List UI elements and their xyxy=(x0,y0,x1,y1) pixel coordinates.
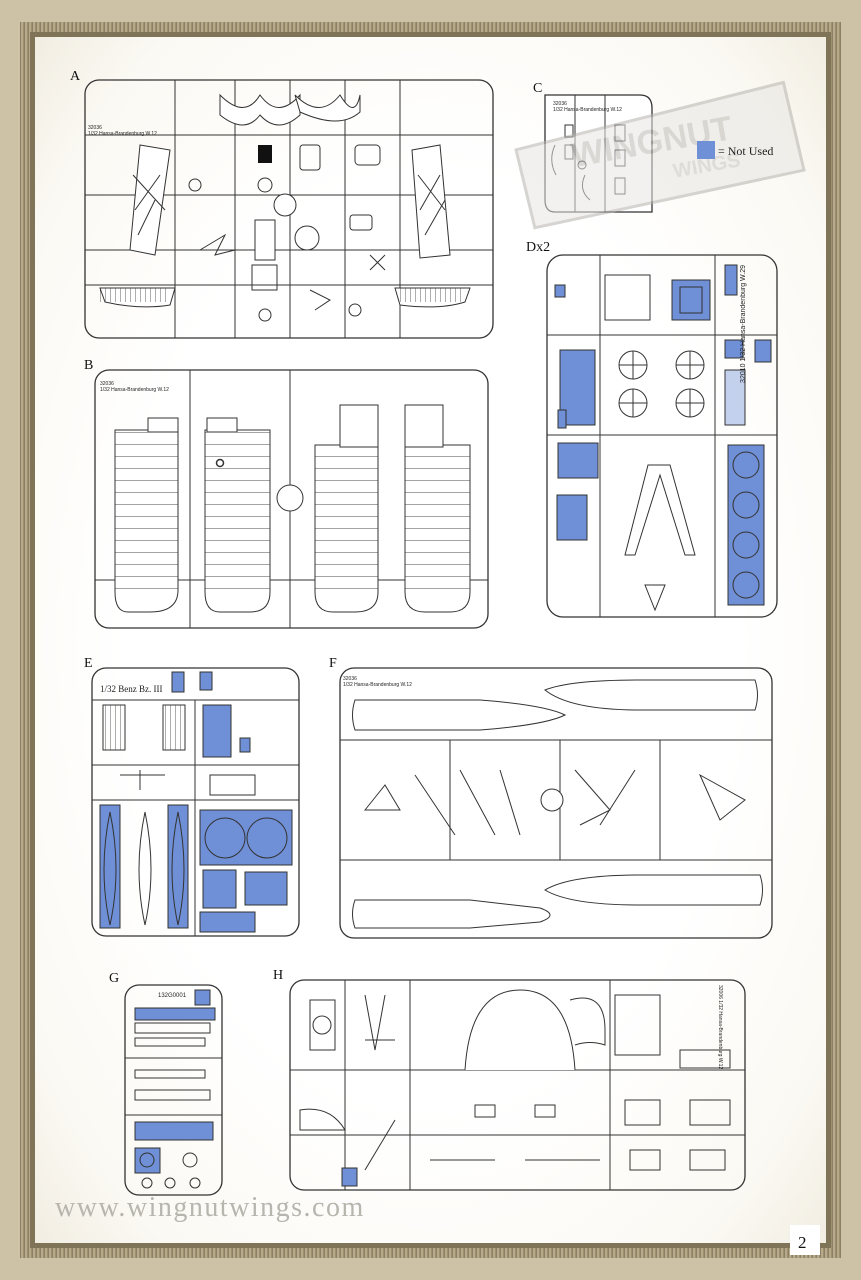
sprue-d-tag: 32010 1/32 Hansa-Brandenburg W.29 xyxy=(740,265,747,383)
sprue-e xyxy=(91,667,300,937)
sprue-label-d: Dx2 xyxy=(526,240,551,255)
sprue-d xyxy=(546,254,778,618)
sprue-label-c: C xyxy=(533,81,543,96)
sprue-label-h: H xyxy=(273,968,284,983)
sprue-g-tag: 132G0001 xyxy=(158,993,187,999)
legend-text: = Not Used xyxy=(718,144,774,158)
sprue-b xyxy=(94,369,489,629)
sprue-h-tag: 32006 1/32 Hansa-Brandenburg W.12 xyxy=(717,985,723,1070)
sprue-label-g: G xyxy=(109,971,120,986)
legend-swatch xyxy=(697,141,715,159)
sprue-g xyxy=(124,984,223,1196)
sprue-label-e: E xyxy=(84,656,93,671)
sprue-label-f: F xyxy=(329,656,337,671)
sprue-label-b: B xyxy=(84,358,94,373)
sprue-a xyxy=(84,79,494,339)
page-number-box xyxy=(790,1225,820,1255)
page-number: 2 xyxy=(798,1233,807,1252)
website-url: www.wingnutwings.com xyxy=(55,1192,365,1223)
sprue-h xyxy=(289,979,746,1191)
sprue-e-tag: 1/32 Benz Bz. III xyxy=(100,684,163,694)
sprue-label-a: A xyxy=(70,69,81,84)
sprue-f xyxy=(339,667,773,939)
